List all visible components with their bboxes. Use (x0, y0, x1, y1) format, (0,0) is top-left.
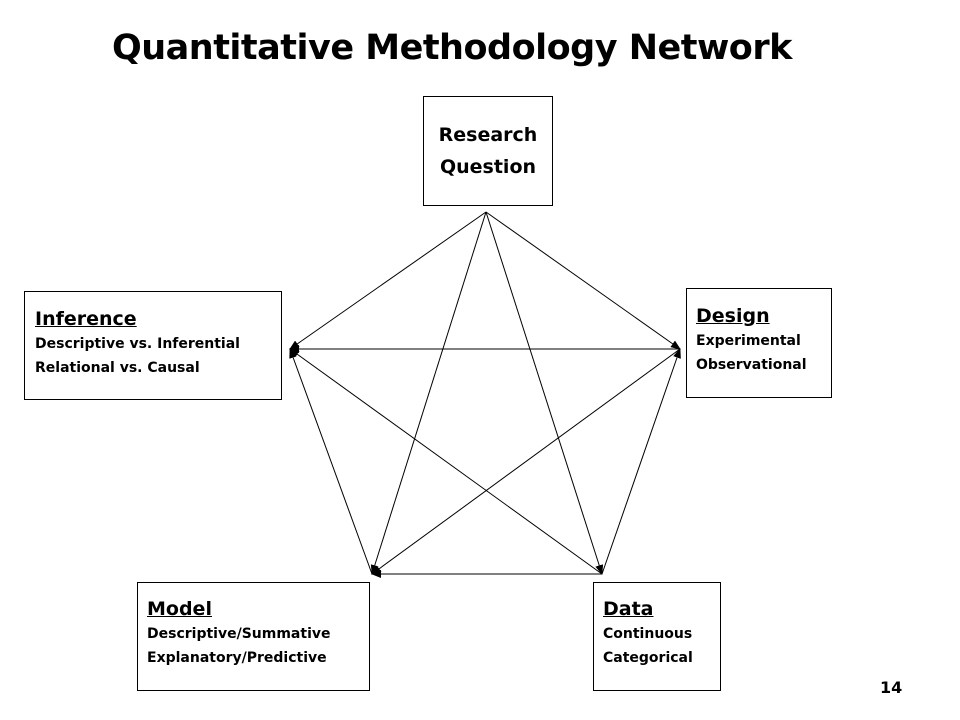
node-model: Model Descriptive/Summative Explanatory/… (137, 582, 370, 691)
node-design-line-1: Experimental (696, 333, 801, 349)
node-research-line-1: Research (438, 124, 538, 146)
arrow-research-to-data (485, 211, 604, 575)
node-inference-title: Inference (35, 308, 137, 330)
node-data-title: Data (603, 598, 654, 620)
node-data-line-1: Continuous (603, 626, 693, 642)
node-model-line-2: Explanatory/Predictive (147, 650, 327, 666)
page-title: Quantitative Methodology Network (112, 28, 792, 68)
arrow-research-to-inference (289, 211, 487, 350)
arrow-design-to-model (371, 348, 681, 575)
node-design-line-2: Observational (696, 357, 807, 373)
node-inference-line-1: Descriptive vs. Inferential (35, 336, 240, 352)
node-research-line-2: Question (439, 156, 537, 178)
arrow-data-to-inference (289, 348, 603, 575)
page-number: 14 (880, 678, 903, 697)
node-data: Data Continuous Categorical (593, 582, 721, 691)
node-model-line-1: Descriptive/Summative (147, 626, 331, 642)
node-design-title: Design (696, 305, 770, 327)
arrow-data-to-design (601, 348, 681, 575)
node-inference-line-2: Relational vs. Causal (35, 360, 200, 376)
node-data-line-2: Categorical (603, 650, 693, 666)
node-model-title: Model (147, 598, 212, 620)
arrow-model-to-inference (289, 348, 373, 575)
node-design: Design Experimental Observational (686, 288, 832, 398)
arrow-research-to-design (485, 211, 681, 350)
arrow-research-to-model (370, 211, 487, 575)
node-research-question: Research Question (423, 96, 553, 206)
node-inference: Inference Descriptive vs. Inferential Re… (24, 291, 282, 400)
